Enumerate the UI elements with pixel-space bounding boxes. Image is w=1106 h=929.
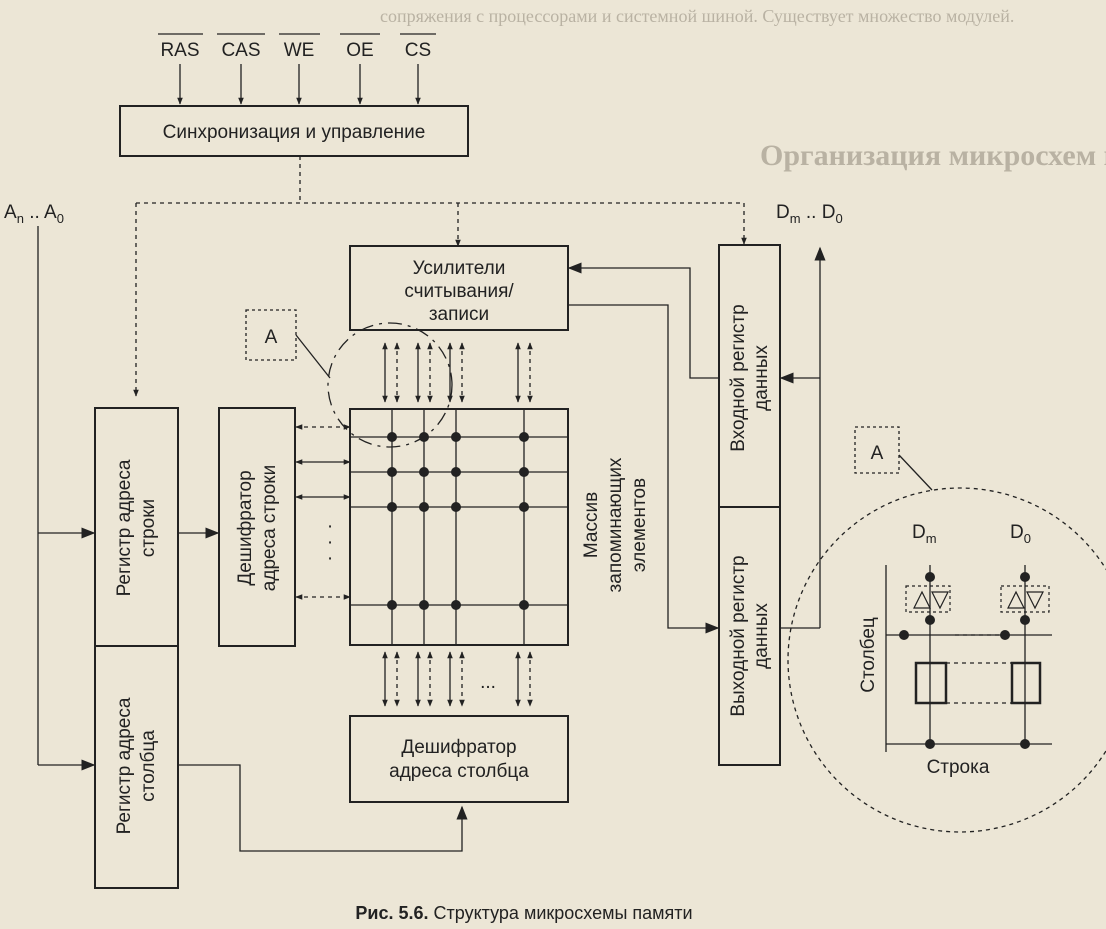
callout-detail-marker: A [871, 443, 884, 464]
data-bus: Dm .. D0 [776, 202, 843, 629]
bit-lines-bottom: ... [382, 651, 533, 707]
control-signals: RAS CAS WE OE CS [158, 33, 436, 105]
output-register-label-2: данных [751, 603, 772, 669]
memory-array [349, 408, 569, 646]
column-ellipsis: ... [480, 672, 496, 693]
input-register-label-1: Входной регистр [728, 304, 749, 451]
input-data-register: Входной регистр данных [718, 244, 781, 508]
row-register-label-2: строки [138, 499, 159, 557]
sense-amplifiers: Усилители считывания/ записи [349, 245, 569, 331]
amplifiers-label-1: Усилители [413, 258, 506, 279]
input-register-label-2: данных [751, 345, 772, 411]
signal-we: WE [279, 33, 320, 105]
signal-ras-label: RAS [160, 40, 199, 61]
data-bus-label: Dm .. D0 [776, 202, 843, 226]
address-bus: An .. A0 [4, 202, 96, 771]
column-decoder: Дешифратор адреса столбца [349, 715, 569, 803]
signal-cas: CAS [217, 33, 265, 105]
output-data-register: Выходной регистр данных [718, 506, 781, 766]
bleed-text-line: сопряжения с процессорами и системной ши… [380, 6, 1014, 26]
row-register-label-1: Регистр адреса [114, 459, 135, 596]
figure-caption: Рис. 5.6. Структура микросхемы памяти [355, 903, 692, 923]
sync-control-block: Синхронизация и управление [119, 105, 469, 157]
callout-detail: A Dm D0 Столбец [787, 426, 1106, 833]
write-data-arrow [567, 262, 719, 379]
signal-we-label: WE [284, 40, 315, 61]
address-bus-label: An .. A0 [4, 202, 64, 226]
callout-row-label: Строка [927, 757, 990, 778]
read-data-arrow [569, 304, 720, 634]
output-register-label-1: Выходной регистр [728, 555, 749, 716]
array-label-2: запоминающих [605, 457, 626, 592]
row-address-register: Регистр адреса строки [94, 407, 179, 647]
array-label-3: элементов [629, 478, 650, 572]
column-address-register: Регистр адреса столбца [94, 645, 179, 889]
signal-oe-label: OE [346, 40, 373, 61]
signal-cs-label: CS [405, 40, 431, 61]
col-decoder-label-1: Дешифратор [401, 737, 516, 758]
callout-marker-a-label: A [265, 327, 278, 348]
row-select-lines: · · · [295, 424, 351, 600]
row-ellipsis: · [327, 516, 333, 537]
row-decoder: Дешифратор адреса строки [218, 407, 296, 647]
col-register-label-1: Регистр адреса [114, 697, 135, 834]
col-decoder-label-2: адреса столбца [389, 761, 529, 782]
array-label-1: Массив [581, 492, 602, 558]
row-ellipsis-2: · [327, 532, 333, 553]
bleed-heading: Организация микросхем памяти [760, 139, 1106, 172]
amplifiers-label-2: считывания/ [404, 281, 514, 302]
row-decoder-label-2: адреса строки [259, 465, 280, 591]
row-decoder-label-1: Дешифратор [235, 470, 256, 585]
bit-lines-top [382, 342, 533, 403]
signal-cs: CS [400, 33, 436, 105]
sync-control-label: Синхронизация и управление [163, 122, 426, 143]
amplifiers-label-3: записи [429, 304, 489, 325]
column-address-arrow [178, 764, 468, 852]
callout-marker-a: A [245, 309, 453, 448]
signal-ras: RAS [158, 33, 203, 105]
callout-d0-label: D0 [1010, 522, 1031, 546]
callout-column-label: Столбец [858, 617, 879, 693]
array-label: Массив запоминающих элементов [581, 457, 650, 592]
control-lines [133, 156, 747, 397]
col-register-label-2: столбца [138, 730, 159, 802]
callout-dm-label: Dm [912, 522, 937, 546]
row-ellipsis-3: · [327, 548, 333, 569]
signal-oe: OE [340, 33, 380, 105]
signal-cas-label: CAS [221, 40, 260, 61]
